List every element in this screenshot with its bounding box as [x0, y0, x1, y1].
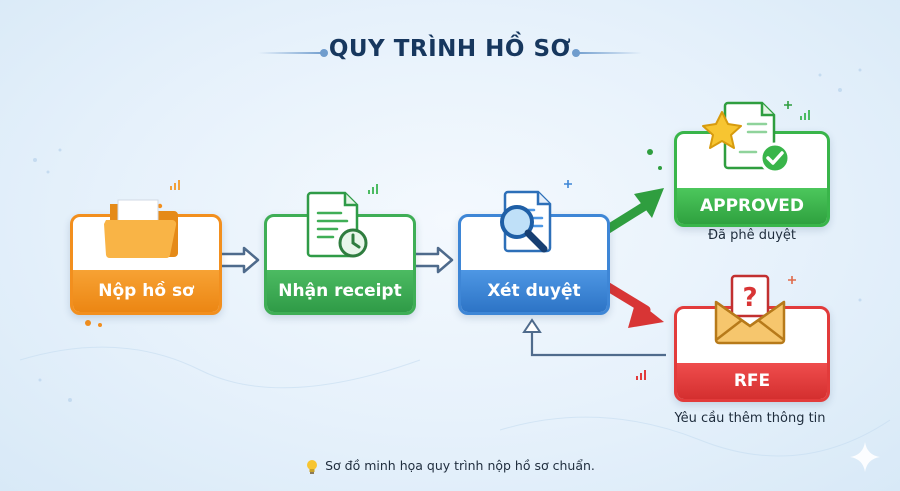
folder-icon — [104, 199, 178, 259]
lightbulb-icon — [307, 459, 318, 474]
star-check-document-icon — [702, 101, 791, 174]
arrow-receipt-to-review — [410, 246, 454, 274]
outcome-approved-caption: Đã phê duyệt — [707, 228, 797, 243]
footnote-text: Sơ đồ minh họa quy trình nộp hồ sơ chuẩn… — [325, 458, 595, 473]
question-envelope-icon: ? — [714, 274, 786, 345]
magnifier-document-icon — [500, 190, 552, 253]
arrow-rfe-back-to-review — [522, 318, 666, 357]
step-review-label: Xét duyệt — [461, 270, 607, 312]
svg-text:?: ? — [742, 283, 757, 313]
outcome-rfe-card: RFE — [674, 306, 830, 402]
outcome-approved-label: APPROVED — [677, 188, 827, 224]
outcome-rfe-caption: Yêu cầu thêm thông tin — [674, 411, 826, 426]
title-divider-dot — [320, 49, 328, 57]
sparkle-icon — [850, 442, 880, 472]
document-clock-icon — [306, 191, 368, 258]
step-receipt-label: Nhận receipt — [267, 270, 413, 312]
step-submit-label: Nộp hồ sơ — [73, 270, 219, 312]
step-submit-card: Nộp hồ sơ — [70, 214, 222, 315]
page-title: QUY TRÌNH HỒ SƠ — [328, 36, 572, 62]
title-divider-left — [258, 52, 326, 54]
outcome-rfe-label: RFE — [677, 363, 827, 399]
footnote: Sơ đồ minh họa quy trình nộp hồ sơ chuẩn… — [0, 458, 900, 475]
arrow-submit-to-receipt — [216, 246, 260, 274]
